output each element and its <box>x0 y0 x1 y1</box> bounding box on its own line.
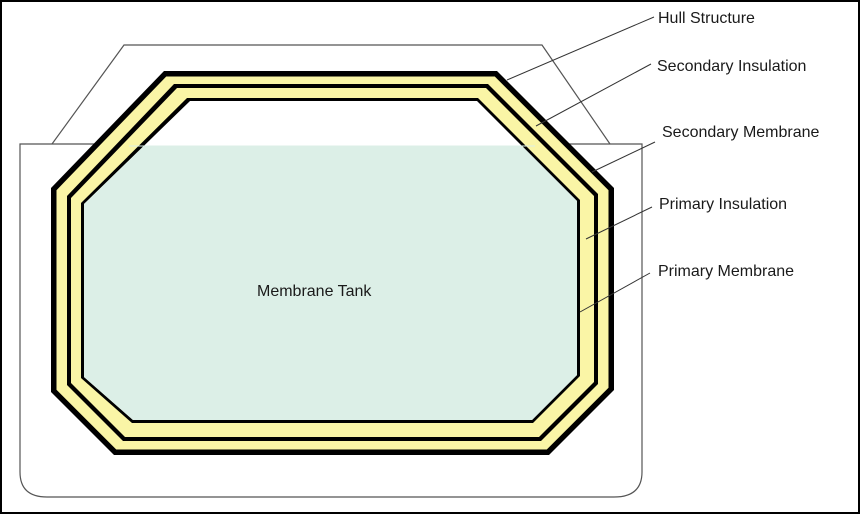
leader-hull-structure <box>506 16 655 81</box>
callout-hull-structure: Hull Structure <box>658 10 755 27</box>
hull-trunk-outline <box>51 44 611 145</box>
tank-label: Membrane Tank <box>257 283 372 300</box>
leader-secondary-insulation <box>535 63 652 127</box>
cargo-fill <box>84 146 577 420</box>
callout-primary-membrane: Primary Membrane <box>658 263 794 280</box>
leader-secondary-membrane <box>591 141 656 173</box>
callout-secondary-insulation: Secondary Insulation <box>657 58 806 75</box>
hull-lower-outline <box>19 143 643 498</box>
callout-primary-insulation: Primary Insulation <box>659 196 787 213</box>
callout-secondary-membrane: Secondary Membrane <box>662 124 820 141</box>
leader-primary-membrane <box>579 272 651 313</box>
leader-primary-insulation <box>585 206 653 240</box>
